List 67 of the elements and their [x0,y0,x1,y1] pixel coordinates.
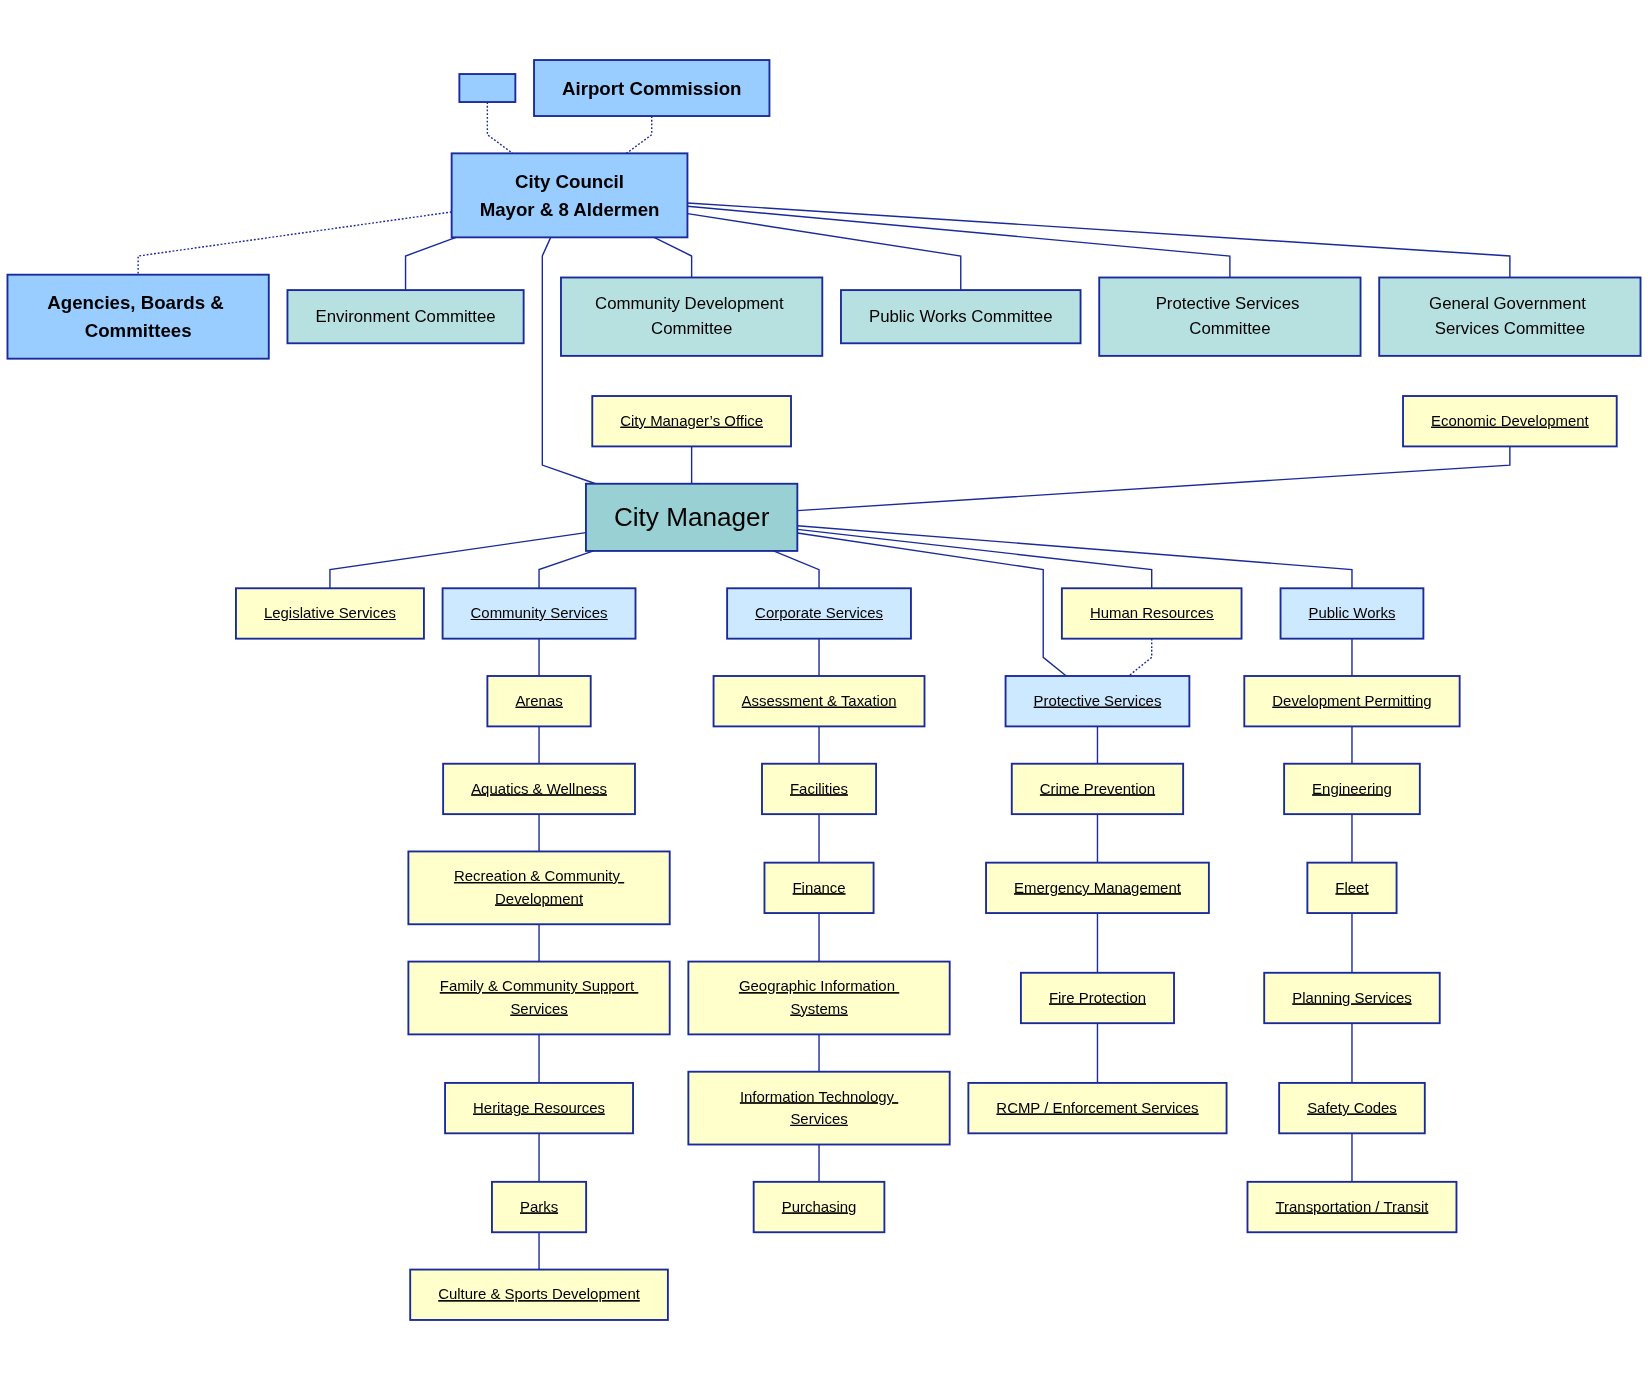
connector [1096,725,1099,765]
connector [1096,1022,1099,1084]
node-box: Arenas [486,675,592,728]
node-box: Emergency Management [985,861,1210,914]
connector [538,637,540,677]
connector [1351,637,1353,677]
node-box: Family & Community Support Services [407,960,671,1036]
connector [818,912,820,963]
node-box: City Manager’s Office [591,395,792,448]
node-box: Environment Committee [286,289,525,345]
node-box: Assessment & Taxation [712,675,926,728]
node-box: Information Technology Services [687,1070,951,1146]
connector [538,1231,540,1271]
connector [538,923,540,963]
node-box: Fire Protection [1019,971,1175,1025]
connector [1127,637,1153,677]
node-box: Public Works [1279,587,1425,640]
node-box: General Government Services Committee [1378,276,1642,357]
node-box: Crime Prevention [1010,762,1185,816]
node-box: Facilities [761,762,877,816]
connector [1351,912,1353,974]
node-box: Transportation / Transit [1246,1180,1458,1234]
connector [1351,725,1353,765]
node-box: Agencies, Boards & Committees [6,273,270,360]
connector [1351,1132,1353,1183]
node-box: Legislative Services [235,587,425,640]
node-box: Corporate Services [726,587,912,640]
connector [1351,1022,1353,1084]
node-box: Protective Services [1004,675,1191,728]
node-box: RCMP / Enforcement Services [967,1081,1228,1135]
node-box: Culture & Sports Development [409,1268,669,1321]
connector [538,1033,540,1084]
node-box: Aquatics & Wellness [442,762,636,816]
node-box: City Manager [585,482,799,552]
node-box: Finance [763,861,875,914]
node-box: Safety Codes [1278,1081,1426,1135]
connector [538,725,540,765]
connector [818,725,820,765]
node-box: Purchasing [752,1180,886,1234]
node-box: Parks [491,1180,588,1234]
node-box: Public Works Committee [840,289,1082,345]
node-box: Community Development Committee [560,276,824,357]
node-box: Protective Services Committee [1098,276,1362,357]
node-box: Recreation & Community Development [407,850,671,926]
node-box [458,73,517,103]
connector [818,1143,820,1183]
node-box: Airport Commission [533,59,771,117]
node-box: Engineering [1283,762,1421,816]
connector [1096,912,1099,974]
node-box: Economic Development [1402,395,1618,448]
connector [818,1033,820,1073]
connector [1096,813,1099,864]
node-box: Heritage Resources [444,1081,634,1135]
connector [653,236,693,279]
connector [818,813,820,864]
node-box: City Council Mayor & 8 Aldermen [450,152,689,239]
connector [818,637,820,677]
node-box: Geographic Information Systems [687,960,951,1036]
node-box: Fleet [1306,861,1398,914]
node-box: Human Resources [1060,587,1243,640]
node-box: Development Permitting [1243,675,1461,728]
node-box: Planning Services [1263,971,1441,1025]
node-box: Community Services [441,587,637,640]
connector [1351,813,1353,864]
connector [538,813,540,853]
connector [690,445,693,485]
connector [538,1132,540,1183]
